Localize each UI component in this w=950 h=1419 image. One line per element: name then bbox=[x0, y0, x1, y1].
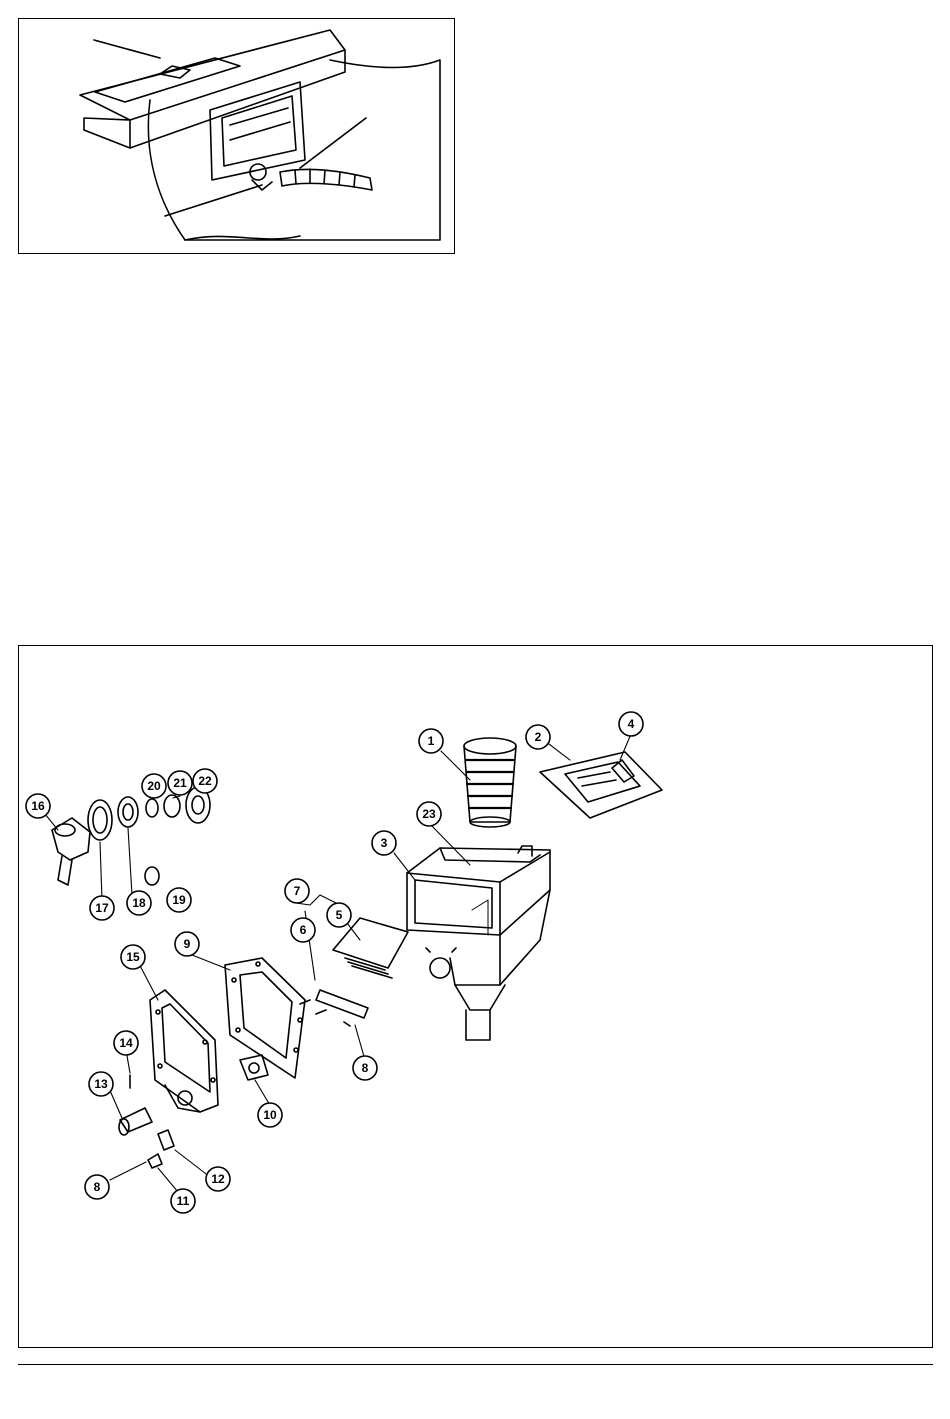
svg-text:18: 18 bbox=[132, 896, 146, 910]
svg-text:16: 16 bbox=[31, 799, 45, 813]
callout-13: 13 bbox=[89, 1072, 113, 1096]
callout-12: 12 bbox=[206, 1167, 230, 1191]
callout-19: 19 bbox=[167, 888, 191, 912]
svg-text:21: 21 bbox=[173, 776, 187, 790]
callout-10: 10 bbox=[258, 1103, 282, 1127]
svg-text:6: 6 bbox=[300, 923, 307, 937]
callout-2: 2 bbox=[526, 725, 550, 749]
leader-line-lid bbox=[94, 40, 160, 58]
faceplate bbox=[150, 990, 218, 1112]
svg-text:22: 22 bbox=[198, 774, 212, 788]
bushing bbox=[146, 799, 158, 817]
svg-text:8: 8 bbox=[362, 1061, 369, 1075]
latch bbox=[158, 1130, 174, 1150]
skimmer-cover bbox=[540, 752, 662, 818]
callout-15: 15 bbox=[121, 945, 145, 969]
svg-text:4: 4 bbox=[628, 717, 635, 731]
svg-text:1: 1 bbox=[428, 734, 435, 748]
svg-text:17: 17 bbox=[95, 901, 109, 915]
callout-21: 21 bbox=[168, 771, 192, 795]
svg-text:12: 12 bbox=[211, 1172, 225, 1186]
svg-text:3: 3 bbox=[381, 836, 388, 850]
callout-6: 6 bbox=[291, 918, 315, 942]
callout-7: 7 bbox=[285, 879, 309, 903]
callout-22: 22 bbox=[193, 769, 217, 793]
svg-text:9: 9 bbox=[184, 937, 191, 951]
faceplate-gasket bbox=[225, 958, 305, 1078]
callout-4: 4 bbox=[619, 712, 643, 736]
svg-text:14: 14 bbox=[119, 1036, 133, 1050]
flange-fitting bbox=[88, 800, 112, 840]
valve bbox=[52, 818, 90, 885]
callout-8-lower: 8 bbox=[85, 1175, 109, 1199]
svg-text:15: 15 bbox=[126, 950, 140, 964]
svg-text:23: 23 bbox=[422, 807, 436, 821]
installation-illustration bbox=[80, 30, 440, 240]
callout-9: 9 bbox=[175, 932, 199, 956]
hose-adapter bbox=[119, 1108, 152, 1135]
reducer bbox=[164, 795, 180, 817]
svg-text:8: 8 bbox=[94, 1180, 101, 1194]
callouts: 1 2 3 4 5 6 7 8 8 9 10 11 12 13 14 15 16… bbox=[26, 712, 643, 1213]
leader-line-port bbox=[165, 185, 262, 216]
svg-text:2: 2 bbox=[535, 730, 542, 744]
callout-23: 23 bbox=[417, 802, 441, 826]
svg-text:7: 7 bbox=[294, 884, 301, 898]
callout-11: 11 bbox=[171, 1189, 195, 1213]
callout-8-upper: 8 bbox=[353, 1056, 377, 1080]
callout-16: 16 bbox=[26, 794, 50, 818]
callout-14: 14 bbox=[114, 1031, 138, 1055]
svg-text:11: 11 bbox=[177, 1194, 190, 1208]
skimmer-body bbox=[407, 846, 550, 1040]
vacuum-hose bbox=[280, 170, 372, 190]
skimmer-lid bbox=[95, 58, 240, 102]
suction-gasket bbox=[240, 1055, 268, 1080]
svg-text:19: 19 bbox=[172, 893, 186, 907]
lock-nut bbox=[118, 797, 138, 827]
callout-18: 18 bbox=[127, 891, 151, 915]
callout-1: 1 bbox=[419, 729, 443, 753]
svg-text:20: 20 bbox=[147, 779, 161, 793]
coping-end bbox=[84, 118, 130, 148]
callout-5: 5 bbox=[327, 903, 351, 927]
leader-line-hose bbox=[300, 118, 366, 168]
basket bbox=[464, 738, 516, 827]
clip bbox=[148, 1154, 162, 1168]
callout-3: 3 bbox=[372, 831, 396, 855]
weir-door bbox=[333, 918, 408, 978]
callout-17: 17 bbox=[90, 896, 114, 920]
weir-bracket bbox=[300, 990, 368, 1026]
svg-text:10: 10 bbox=[263, 1108, 277, 1122]
svg-text:5: 5 bbox=[336, 908, 343, 922]
svg-text:13: 13 bbox=[94, 1077, 108, 1091]
callout-20: 20 bbox=[142, 774, 166, 798]
o-ring bbox=[145, 867, 159, 885]
